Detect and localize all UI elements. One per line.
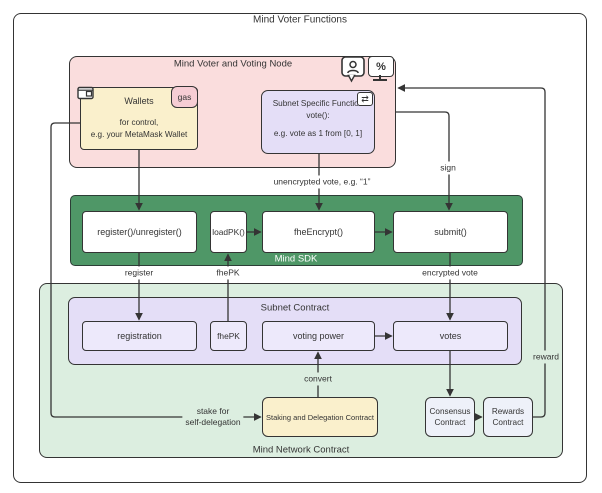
diagram-title: Mind Voter Functions [253, 14, 347, 26]
voting-power-node: voting power [262, 321, 375, 351]
network-contract-label: Mind Network Contract [252, 444, 350, 456]
wallet-icon [77, 84, 95, 100]
rewards-contract-node: Rewards Contract [483, 397, 533, 437]
voting-node-title: Mind Voter and Voting Node [173, 58, 293, 70]
edge-label-stake: stake for self-delegation [182, 404, 244, 430]
sdk-loadpk-node: loadPK() [210, 211, 247, 253]
registration-node: registration [82, 321, 197, 351]
monitor-stand [379, 75, 381, 79]
edge-label-convert: convert [301, 372, 335, 386]
percent-glyph: % [368, 56, 394, 77]
wallets-title: Wallets [124, 96, 154, 106]
edge-label-stake-line2: self-delegation [185, 417, 241, 427]
fhepk-node: fhePK [210, 321, 247, 351]
edge-label-unencrypted-vote: unencrypted vote, e.g. “1” [270, 175, 374, 189]
edge-label-sign: sign [437, 161, 459, 175]
gas-badge: gas [171, 86, 198, 108]
sdk-register-node: register()/unregister() [82, 211, 197, 253]
staking-delegation-node: Staking and Delegation Contract [262, 397, 378, 437]
edge-label-register: register [121, 266, 157, 280]
mind-sdk-label: Mind SDK [274, 253, 318, 265]
percent-monitor-icon: % [368, 56, 394, 83]
subnet-function-node: Subnet Specific Function vote(): e.g. vo… [261, 90, 375, 154]
diagram-frame [13, 13, 587, 483]
user-icon [341, 56, 365, 83]
wallets-desc-line2: e.g. your MetaMask Wallet [90, 130, 188, 140]
consensus-contract-node: Consensus Contract [425, 397, 475, 437]
subnet-function-title-line2: vote(): [306, 110, 330, 120]
swap-icon: ⇄ [357, 92, 373, 106]
edge-label-fhepk: fhePK [213, 266, 243, 280]
wallets-desc-line1: for control, [119, 118, 159, 127]
sdk-submit-node: submit() [393, 211, 508, 253]
sdk-fheencrypt-node: fheEncrypt() [262, 211, 375, 253]
edge-label-encrypted-vote: encrypted vote [419, 266, 481, 280]
monitor-base [373, 79, 387, 81]
votes-node: votes [393, 321, 508, 351]
subnet-function-title-line1: Subnet Specific Function [272, 99, 364, 108]
edge-label-stake-line1: stake for [196, 405, 230, 416]
edge-label-reward: reward [530, 350, 562, 364]
subnet-function-desc: e.g. vote as 1 from [0, 1] [273, 128, 363, 138]
subnet-contract-title: Subnet Contract [260, 302, 330, 314]
